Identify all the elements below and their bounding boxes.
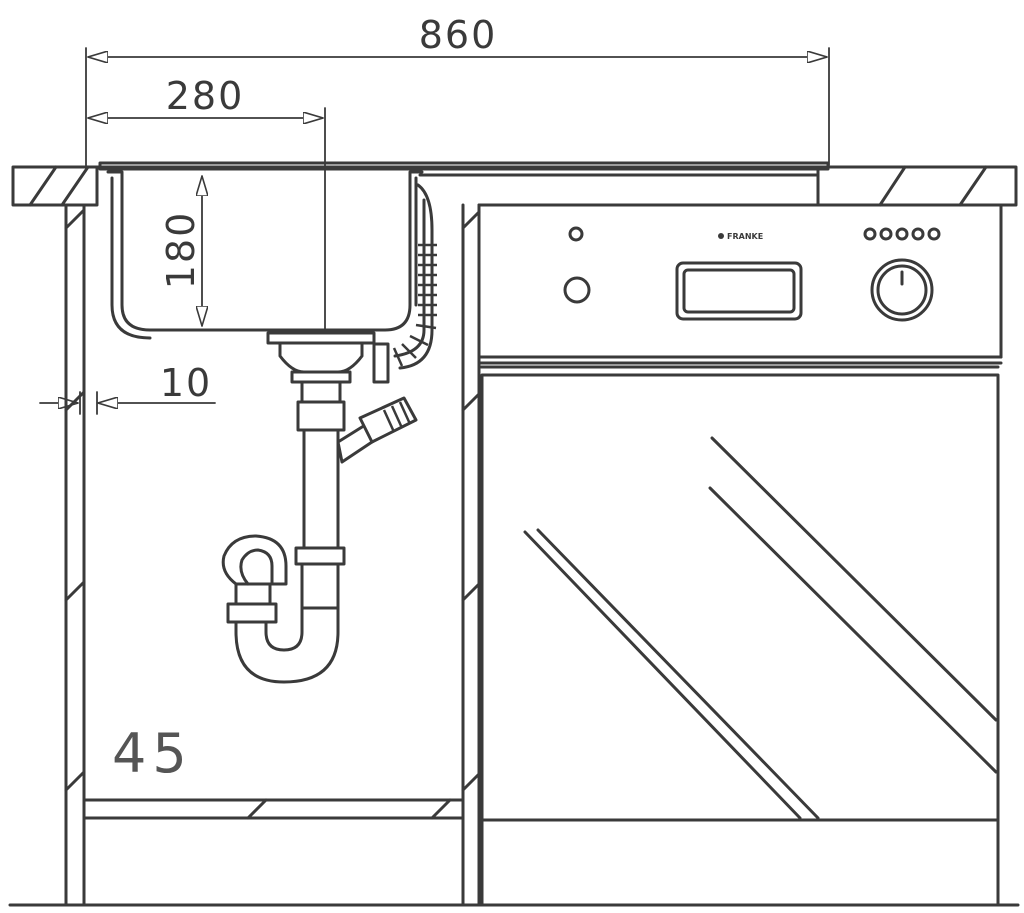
indicator-light-icon — [927, 227, 941, 241]
dimension-label-edge-offset: 10 — [160, 361, 212, 405]
countertop — [11, 165, 1018, 207]
drain-strainer — [266, 331, 390, 384]
dimension-overall-width: 860 — [85, 13, 830, 169]
power-button-icon — [563, 276, 591, 304]
sink-bowl — [98, 161, 830, 340]
sink-cabinet: 45 — [8, 203, 1020, 907]
brand-text: FRANKE — [727, 232, 763, 241]
dishwasher: FRANKE — [477, 203, 1003, 907]
indicator-light-icon — [879, 227, 893, 241]
indicator-light-icon — [863, 227, 877, 241]
indicator-light-icon — [568, 226, 584, 242]
cabinet-width-label: 45 — [112, 722, 193, 785]
overflow-hose — [392, 183, 437, 370]
brand-logo: FRANKE — [718, 232, 763, 241]
door-reflection — [523, 436, 998, 820]
dimension-label-bowl-depth: 180 — [159, 211, 203, 290]
dimension-label-bowl-width: 280 — [166, 74, 245, 118]
program-knob-icon — [870, 258, 934, 322]
drain-pipe-trap — [221, 380, 418, 684]
indicator-light-icon — [895, 227, 909, 241]
indicator-light-row — [863, 227, 941, 241]
dimension-label-overall-width: 860 — [419, 13, 498, 57]
display-panel-icon — [675, 261, 803, 321]
dimension-bowl-width: 280 — [87, 74, 326, 331]
indicator-light-icon — [911, 227, 925, 241]
dimension-bowl-depth: 180 — [159, 175, 203, 327]
